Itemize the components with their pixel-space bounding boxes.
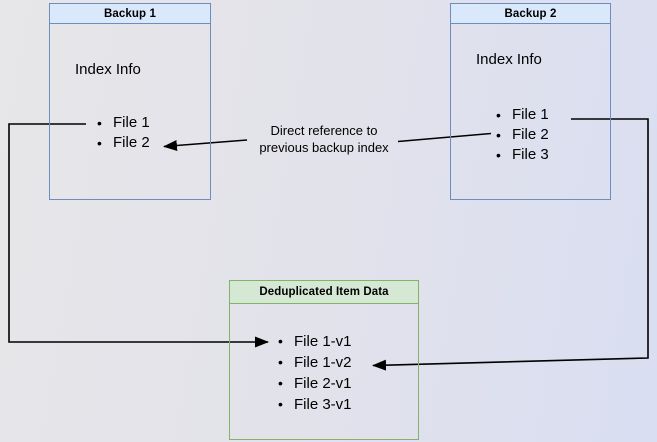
bullet-icon: • [278,354,283,370]
edge-label: Direct reference to previous backup inde… [237,123,411,156]
node-backup1-section-label: Index Info [75,61,141,78]
file-label: File 1 [512,106,549,123]
node-backup1: Backup 1 Index Info • File 1 • File 2 [49,3,211,200]
file-label: File 3 [512,146,549,163]
list-item: • File 2 [97,133,150,153]
node-dedup: Deduplicated Item Data • File 1-v1 • Fil… [229,280,419,440]
file-label: File 3-v1 [294,396,352,413]
list-item: • File 1 [496,105,549,125]
edge-label-line2: previous backup index [259,139,389,155]
bullet-icon: • [496,107,501,123]
node-backup2-title: Backup 2 [451,4,610,24]
list-item: • File 3 [496,145,549,165]
bullet-icon: • [97,135,102,151]
node-backup2-file-list: • File 1 • File 2 • File 3 [496,105,549,165]
file-label: File 1 [113,114,150,131]
bullet-icon: • [278,375,283,391]
node-backup2-section-label: Index Info [476,51,542,68]
file-label: File 1-v2 [294,354,352,371]
file-label: File 2-v1 [294,375,352,392]
node-backup1-title: Backup 1 [50,4,210,24]
list-item: • File 2 [496,125,549,145]
list-item: • File 3-v1 [278,394,352,415]
node-dedup-title: Deduplicated Item Data [230,281,418,304]
file-label: File 1-v1 [294,333,352,350]
list-item: • File 2-v1 [278,373,352,394]
node-backup1-file-list: • File 1 • File 2 [97,113,150,153]
edge-label-line1: Direct reference to [270,123,378,138]
list-item: • File 1-v1 [278,331,352,352]
node-backup2: Backup 2 Index Info • File 1 • File 2 • … [450,3,611,200]
bullet-icon: • [278,396,283,412]
bullet-icon: • [97,115,102,131]
file-label: File 2 [113,134,150,151]
list-item: • File 1-v2 [278,352,352,373]
bullet-icon: • [496,127,501,143]
list-item: • File 1 [97,113,150,133]
node-dedup-file-list: • File 1-v1 • File 1-v2 • File 2-v1 • Fi… [278,331,352,415]
bullet-icon: • [278,333,283,349]
file-label: File 2 [512,126,549,143]
bullet-icon: • [496,147,501,163]
